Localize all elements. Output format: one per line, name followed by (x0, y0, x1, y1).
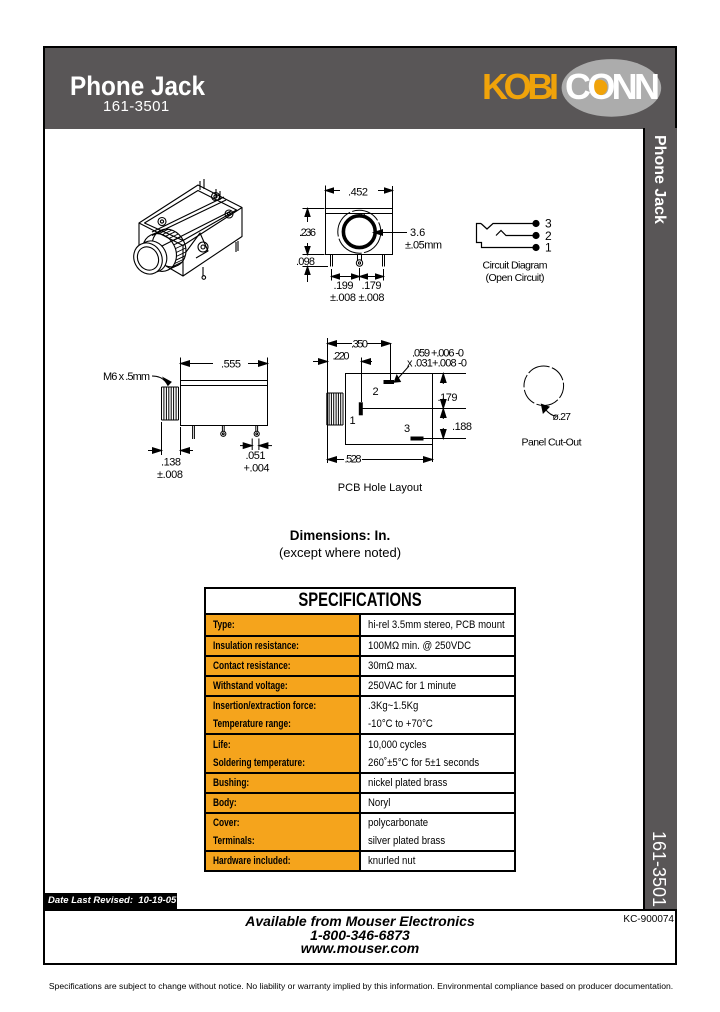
svg-text:.199: .199 (334, 280, 354, 292)
svg-text:±.008: ±.008 (157, 469, 183, 481)
svg-text:+.004: +.004 (244, 463, 270, 475)
svg-text:x .031+.008 -0: x .031+.008 -0 (407, 358, 467, 370)
svg-text:.059 +.006 -0: .059 +.006 -0 (412, 348, 464, 360)
svg-text:CONN: CONN (565, 66, 660, 107)
svg-text:.098: .098 (296, 256, 315, 268)
svg-text:.179: .179 (362, 280, 382, 292)
svg-text:2: 2 (545, 229, 552, 243)
svg-text:.350: .350 (351, 339, 368, 351)
svg-text:3: 3 (545, 217, 552, 231)
svg-text:.528: .528 (345, 454, 362, 466)
svg-text:Circuit Diagram: Circuit Diagram (483, 260, 548, 272)
svg-text:±.05mm: ±.05mm (405, 240, 442, 252)
svg-text:KOBI: KOBI (482, 66, 559, 107)
svg-text:3: 3 (404, 423, 410, 435)
svg-text:(Open Circuit): (Open Circuit) (486, 272, 545, 284)
svg-text:.220: .220 (333, 351, 350, 363)
svg-text:.236: .236 (299, 227, 316, 239)
svg-text:.188: .188 (452, 421, 472, 433)
svg-text:±.008: ±.008 (330, 292, 356, 304)
svg-text:M6 x .5mm: M6 x .5mm (103, 371, 150, 383)
svg-text:.138: .138 (161, 457, 181, 469)
svg-text:Panel Cut-Out: Panel Cut-Out (522, 437, 582, 449)
svg-text:3.6: 3.6 (410, 227, 425, 239)
svg-text:.555: .555 (221, 358, 241, 370)
svg-text:.179: .179 (438, 392, 458, 404)
svg-text:PCB Hole Layout: PCB Hole Layout (338, 482, 422, 494)
svg-text:.051: .051 (246, 450, 266, 462)
svg-text:.452: .452 (348, 187, 368, 199)
svg-text:1: 1 (545, 241, 552, 255)
svg-text:1: 1 (350, 415, 356, 427)
svg-text:2: 2 (373, 386, 379, 398)
svg-text:ø.27: ø.27 (553, 411, 572, 423)
svg-text:±.008: ±.008 (359, 292, 385, 304)
